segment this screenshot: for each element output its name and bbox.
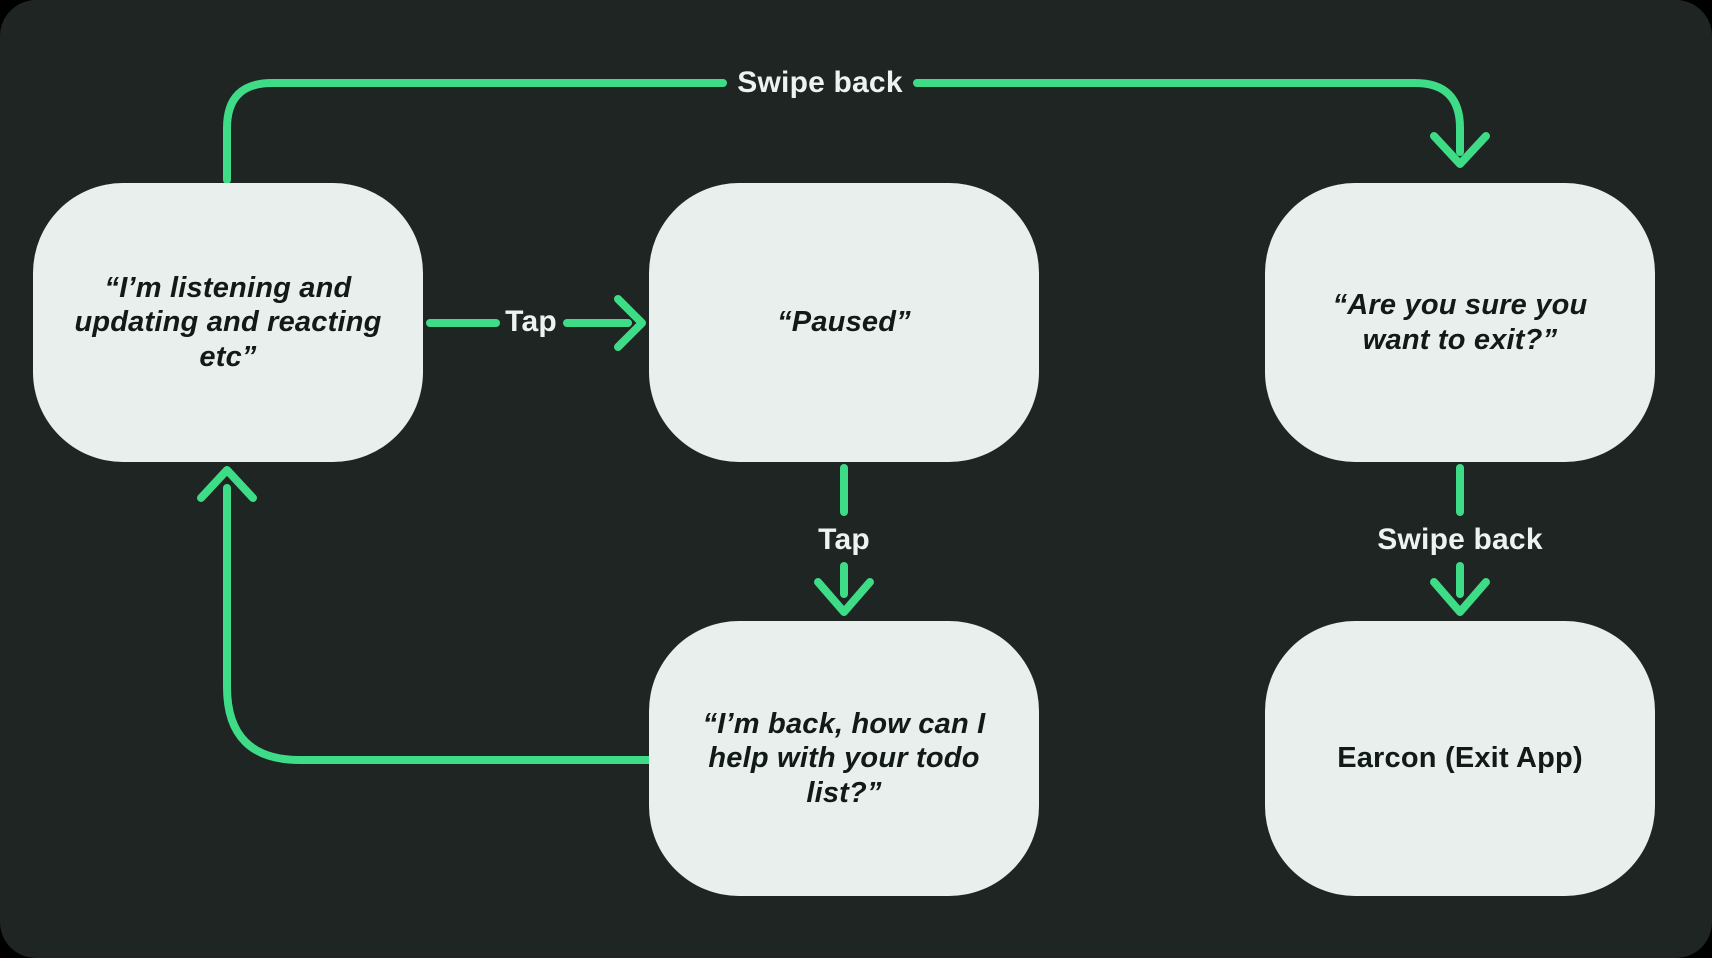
edge-label-swipe-back-top: Swipe back — [737, 66, 903, 99]
node-listening: “I’m listening and updating and reacting… — [33, 183, 423, 462]
node-back: “I’m back, how can I help with your todo… — [649, 621, 1039, 896]
node-paused-text: “Paused” — [777, 306, 911, 339]
edge-swipe-back-left-segment — [223, 79, 727, 184]
arrowhead-up-into-listening — [197, 466, 257, 502]
arrowhead-down-into-confirm-exit — [1430, 132, 1490, 168]
edge-label-tap-pause: Tap — [505, 305, 557, 338]
edge-loop-return — [223, 484, 653, 764]
node-back-text: “I’m back, how can I help with your todo… — [702, 708, 986, 809]
node-confirm-exit: “Are you sure you want to exit?” — [1265, 183, 1655, 462]
arrowhead-down-into-earcon — [1430, 578, 1490, 616]
edge-swipe-back-right-segment — [913, 79, 1464, 156]
node-earcon-exit-text: Earcon (Exit App) — [1337, 742, 1583, 775]
node-earcon-exit: Earcon (Exit App) — [1265, 621, 1655, 896]
node-listening-text: “I’m listening and updating and reacting… — [74, 272, 382, 373]
edge-label-swipe-back-exit: Swipe back — [1377, 523, 1543, 556]
node-paused: “Paused” — [649, 183, 1039, 462]
node-confirm-exit-text: “Are you sure you want to exit?” — [1332, 289, 1588, 356]
edge-label-tap-resume: Tap — [818, 523, 870, 556]
arrowhead-right-into-paused — [614, 295, 646, 351]
arrowhead-down-into-back — [814, 578, 874, 616]
